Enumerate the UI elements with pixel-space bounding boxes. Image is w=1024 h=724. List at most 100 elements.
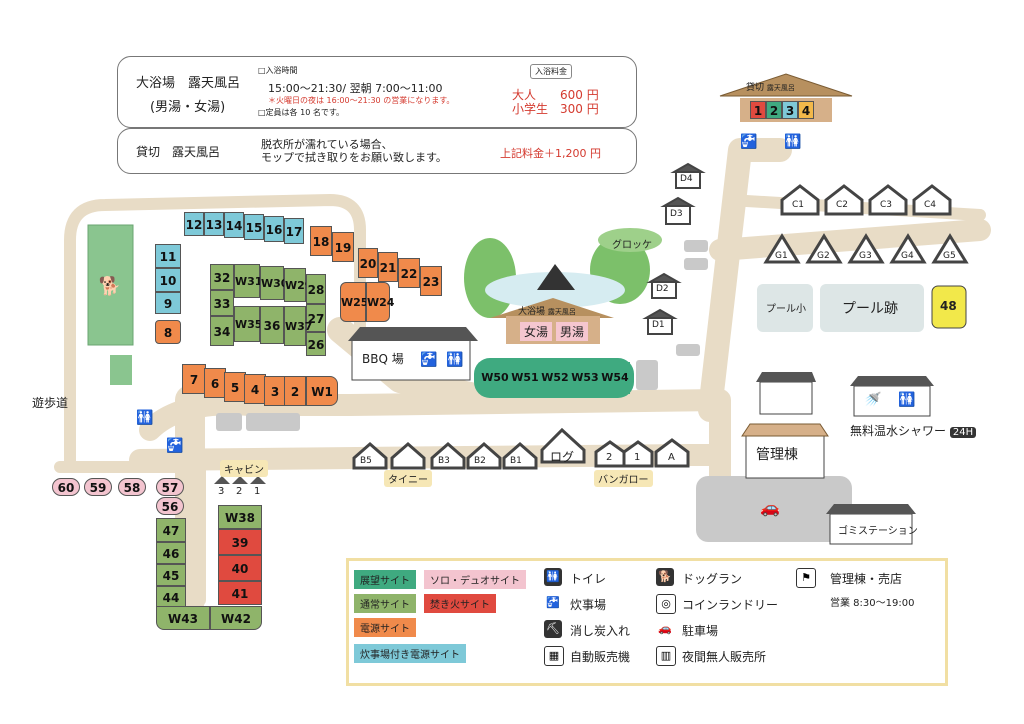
site-28[interactable]: 28 [306,274,326,304]
bungalow-1[interactable]: 1 [634,452,641,463]
site-58[interactable]: 58 [118,478,146,496]
toilet-icon: 🚻 [136,410,154,426]
site-60[interactable]: 60 [52,478,80,496]
site-w43[interactable]: W43 [156,606,210,630]
site-w24[interactable]: W24 [366,282,394,322]
bath-info-box [117,56,637,128]
cabin-d3[interactable]: D3 [670,209,683,219]
site-22[interactable]: 22 [398,258,420,288]
site-w38[interactable]: W38 [218,505,262,529]
kanri-building [745,435,825,479]
hours-label: □入浴時間 [258,66,298,75]
cabin-c4[interactable]: C4 [924,200,937,210]
site-w50[interactable]: W50 [480,362,510,394]
site-6[interactable]: 6 [204,368,226,398]
site-2[interactable]: 2 [284,376,306,406]
site-w35[interactable]: W35 [234,306,262,342]
site-w29[interactable]: W29 [284,268,312,302]
site-56[interactable]: 56 [156,497,184,515]
site-w54[interactable]: W54 [600,362,630,394]
site-48[interactable] [931,285,967,329]
site-41[interactable]: 41 [218,581,262,605]
site-w1[interactable]: W1 [306,376,338,406]
site-w51[interactable]: W51 [510,362,540,394]
site-w52[interactable]: W52 [540,362,570,394]
private-bath-3[interactable]: 3 [782,101,798,119]
site-w31[interactable]: W31 [234,264,262,298]
site-44[interactable]: 44 [156,586,186,608]
site-11[interactable]: 11 [155,244,181,268]
bungalow-a[interactable]: A [668,452,675,463]
site-w25[interactable]: W25 [340,282,368,322]
cabin-d1[interactable]: D1 [652,320,665,330]
site-27[interactable]: 27 [306,304,326,332]
site-46[interactable]: 46 [156,542,186,564]
site-4[interactable]: 4 [244,374,266,404]
dog-icon: 🐕 [656,568,674,586]
site-17[interactable]: 17 [284,218,304,244]
cabin-roofs [214,476,266,484]
site-32[interactable]: 32 [210,264,234,290]
legend-toilet: トイレ [570,572,607,586]
site-12[interactable]: 12 [184,212,204,236]
site-14[interactable]: 14 [224,212,244,238]
cabin-d4[interactable]: D4 [680,174,693,184]
site-16[interactable]: 16 [264,216,284,242]
site-10[interactable]: 10 [155,268,181,292]
site-20[interactable]: 20 [358,248,378,278]
log-house[interactable]: ログ [550,450,575,464]
site-13[interactable]: 13 [204,212,224,236]
tent-g3[interactable]: G3 [859,251,872,261]
private-bath-1[interactable]: 1 [750,101,766,119]
site-33[interactable]: 33 [210,290,234,316]
site-45[interactable]: 45 [156,564,186,586]
cabin-1[interactable]: 1 [254,486,261,497]
bungalow-2[interactable]: 2 [606,452,613,463]
women-bath[interactable]: 女湯 [520,322,553,341]
tent-g1[interactable]: G1 [775,251,788,261]
site-39[interactable]: 39 [218,529,262,555]
site-w37[interactable]: W37 [284,306,312,346]
site-8[interactable]: 8 [155,320,181,344]
tiny-b1[interactable]: B1 [510,456,522,466]
tiny-b3[interactable]: B3 [438,456,450,466]
shop-icon: ▥ [656,646,676,666]
site-7[interactable]: 7 [182,364,206,394]
vending-machine-icon: ▦ [544,646,564,666]
site-47[interactable]: 47 [156,518,186,542]
men-bath[interactable]: 男湯 [556,322,589,341]
tiny-b5[interactable]: B5 [360,456,372,466]
site-40[interactable]: 40 [218,555,262,581]
site-59[interactable]: 59 [84,478,112,496]
site-36[interactable]: 36 [260,306,284,344]
site-23[interactable]: 23 [420,266,442,296]
private-bath-4[interactable]: 4 [798,101,814,119]
site-5[interactable]: 5 [224,372,246,402]
private-bath-roof [719,73,853,97]
cabin-2[interactable]: 2 [236,486,243,497]
site-26[interactable]: 26 [306,332,326,356]
cabin-c1[interactable]: C1 [792,200,805,210]
toilet-icon: 🚻 [784,134,802,150]
site-21[interactable]: 21 [378,252,398,282]
tent-g2[interactable]: G2 [817,251,830,261]
private-bath-2[interactable]: 2 [766,101,782,119]
tiny-b2[interactable]: B2 [474,456,486,466]
site-57[interactable]: 57 [156,478,184,496]
site-34[interactable]: 34 [210,316,234,346]
site-3[interactable]: 3 [264,376,286,406]
site-19[interactable]: 19 [332,232,354,262]
site-9[interactable]: 9 [155,292,181,314]
site-w53[interactable]: W53 [570,362,600,394]
tent-g5[interactable]: G5 [943,251,956,261]
site-w42[interactable]: W42 [210,606,262,630]
cabin-c3[interactable]: C3 [880,200,893,210]
site-15[interactable]: 15 [244,214,264,240]
site-w30[interactable]: W30 [260,266,288,300]
tent-g4[interactable]: G4 [901,251,914,261]
legend-hours: 営業 8:30～19:00 [830,598,915,609]
cabin-3[interactable]: 3 [218,486,225,497]
site-18[interactable]: 18 [310,226,332,256]
cabin-c2[interactable]: C2 [836,200,849,210]
cabin-d2[interactable]: D2 [656,284,669,294]
